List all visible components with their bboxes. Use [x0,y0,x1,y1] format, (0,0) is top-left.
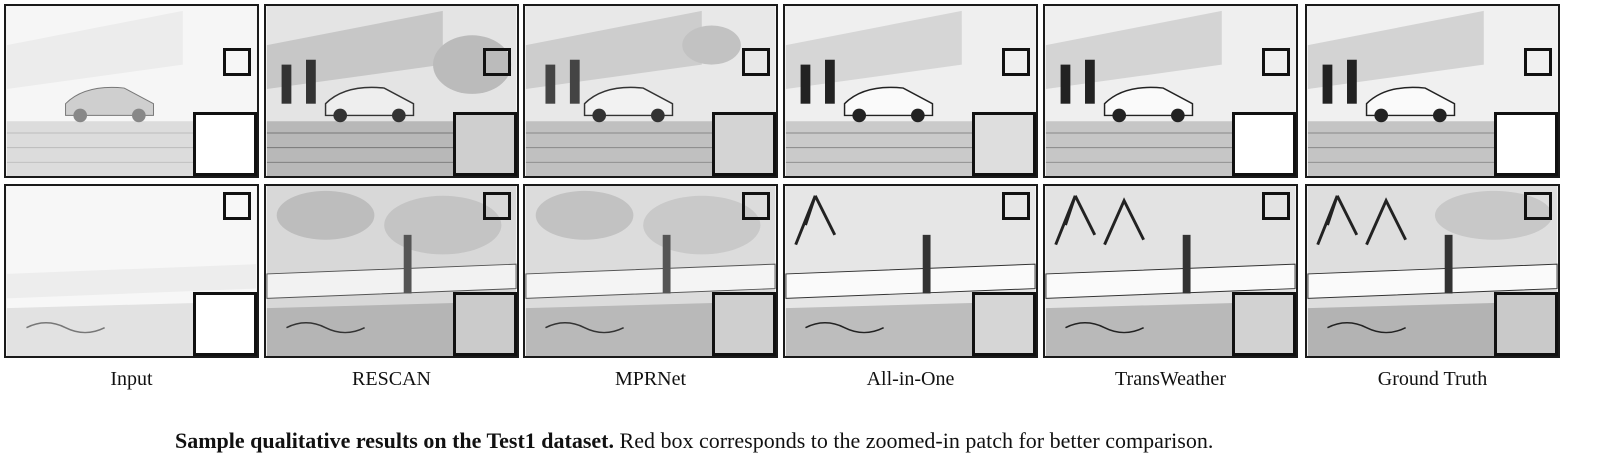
zoom-region-box [1002,48,1030,76]
zoomed-patch [453,112,517,176]
zoom-region-box [483,48,511,76]
panel-allinone-row1 [783,4,1038,178]
park-fence-scene [266,186,517,356]
zoom-region-box [742,48,770,76]
zoom-region-box [1002,192,1030,220]
zoom-region-box [742,192,770,220]
column-label-input: Input [110,368,153,390]
zoomed-patch [1494,292,1558,356]
column-label-rescan: RESCAN [352,368,431,390]
zoomed-patch [193,112,257,176]
zoom-region-box [223,48,251,76]
zoomed-patch [1494,112,1558,176]
panel-rescan-row1 [264,4,519,178]
zoom-region-box [223,192,251,220]
panel-transweather-row1 [1043,4,1298,178]
comparison-grid [4,4,1560,358]
panel-mprnet-row1 [523,4,778,178]
panel-rescan-row2 [264,184,519,358]
zoomed-patch [972,292,1036,356]
figure-caption: Sample qualitative results on the Test1 … [175,428,1575,454]
zoom-region-box [1524,48,1552,76]
zoomed-patch [712,292,776,356]
zoom-region-box [1262,192,1290,220]
zoomed-patch [193,292,257,356]
panel-input-row1 [4,4,259,178]
zoomed-patch [972,112,1036,176]
zoomed-patch [1232,292,1296,356]
panel-groundtruth-row2 [1305,184,1560,358]
panel-input-row2 [4,184,259,358]
column-label-mprnet: MPRNet [614,368,687,390]
column-label-groundtruth: Ground Truth [1377,368,1488,390]
panel-transweather-row2 [1043,184,1298,358]
caption-bold: Sample qualitative results on the Test1 … [175,428,615,453]
panel-mprnet-row2 [523,184,778,358]
zoom-region-box [1262,48,1290,76]
zoom-region-box [483,192,511,220]
panel-groundtruth-row1 [1305,4,1560,178]
zoomed-patch [1232,112,1296,176]
panel-allinone-row2 [783,184,1038,358]
zoom-region-box [1524,192,1552,220]
column-label-allinone: All-in-One [866,368,955,390]
zoomed-patch [453,292,517,356]
zoomed-patch [712,112,776,176]
column-label-transweather: TransWeather [1115,368,1226,390]
caption-text: Red box corresponds to the zoomed-in pat… [614,428,1214,453]
